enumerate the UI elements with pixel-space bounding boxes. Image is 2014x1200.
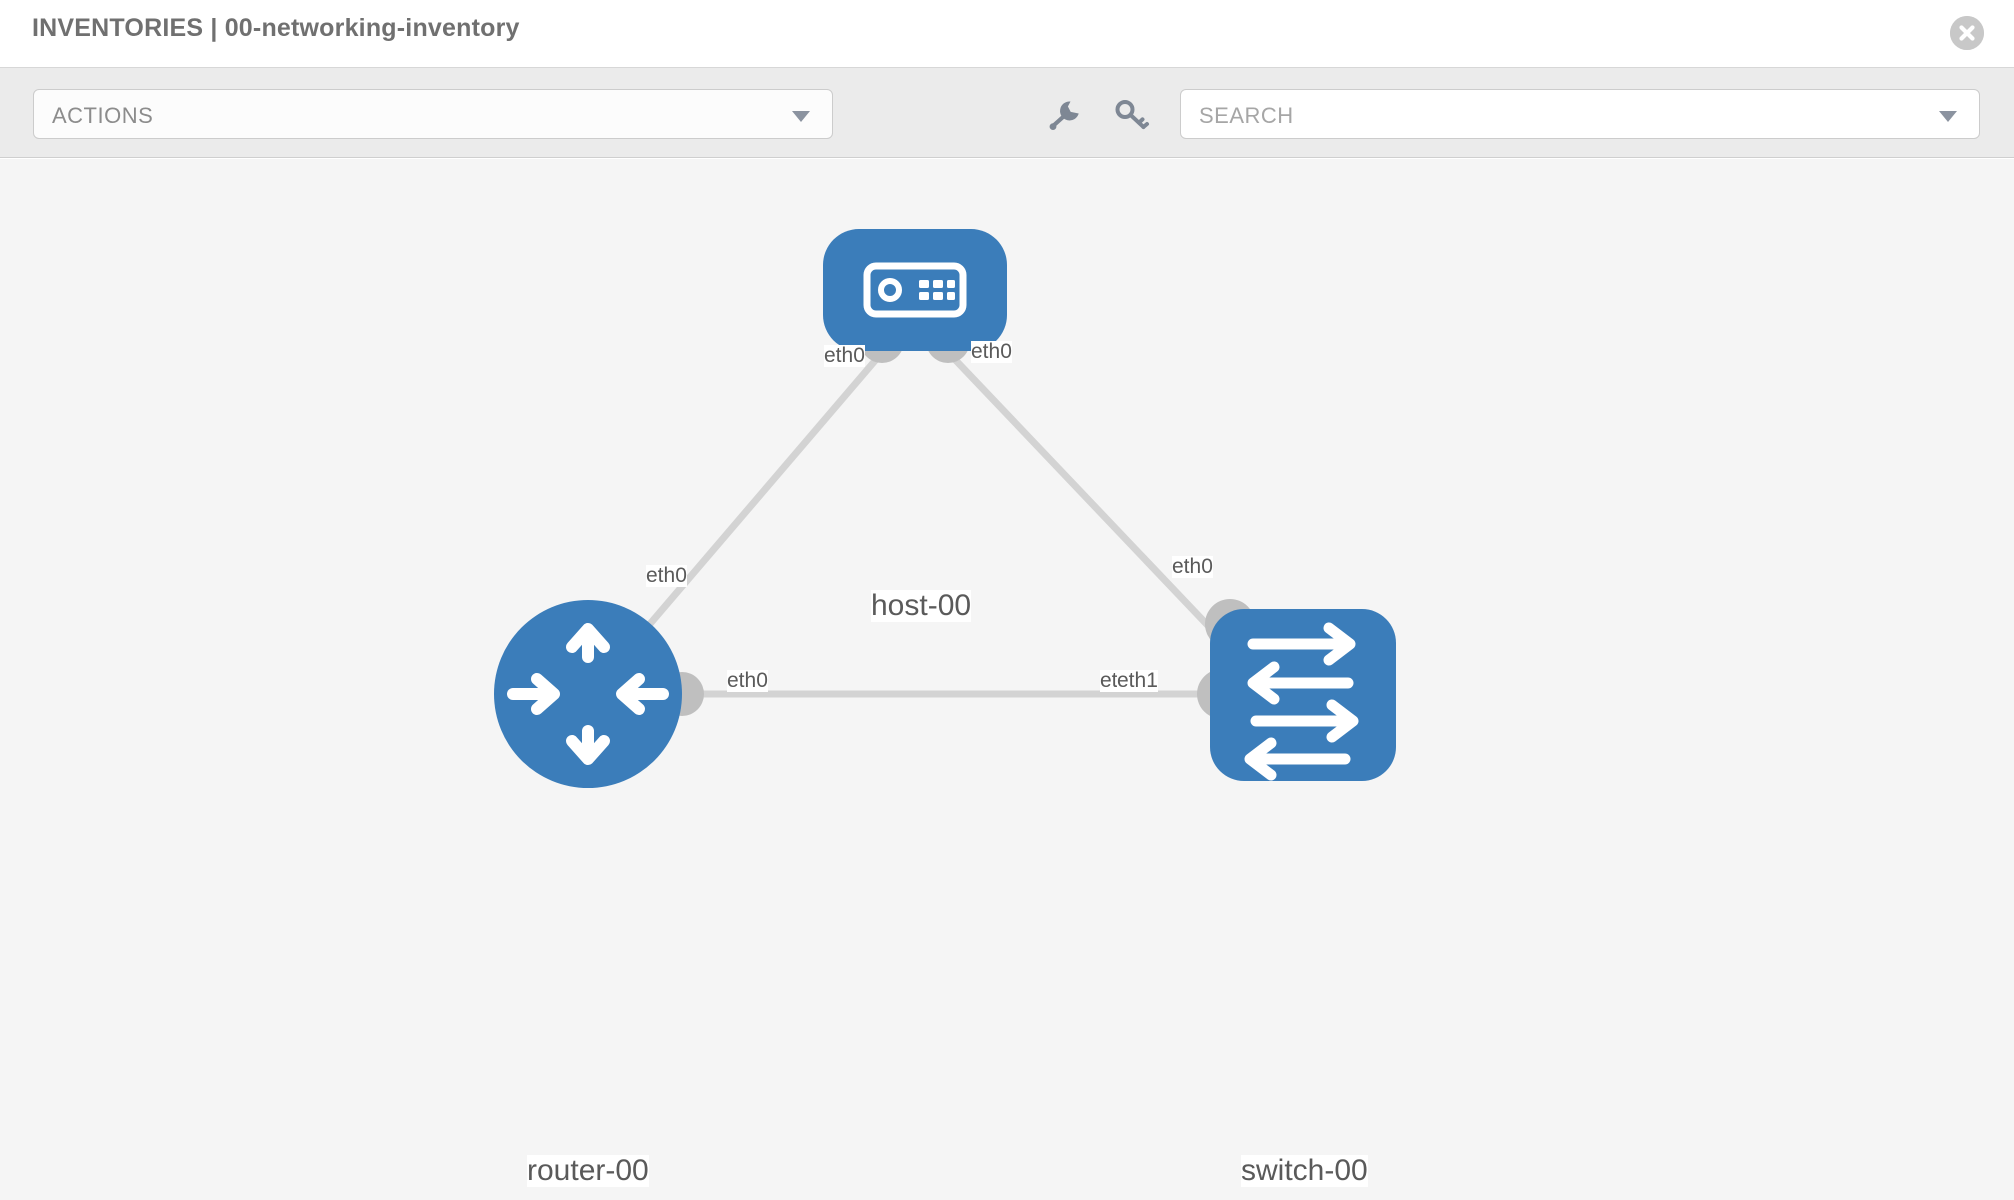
link-host00-switch00	[942, 346, 1238, 657]
page-title: INVENTORIES | 00-networking-inventory	[32, 14, 520, 42]
wrench-icon[interactable]	[1046, 96, 1084, 134]
chevron-down-icon	[792, 111, 810, 122]
search-placeholder: SEARCH	[1199, 103, 1294, 128]
iface-label: eth0	[824, 344, 865, 368]
toolbar: ACTIONS SEARCH	[0, 68, 2014, 158]
iface-label: eth0	[971, 340, 1012, 364]
switch-arrows-icon	[1244, 622, 1359, 781]
server-appliance-icon	[863, 262, 967, 318]
node-label-router-00: router-00	[527, 1154, 649, 1187]
iface-label: eth0	[646, 564, 687, 588]
link-host00-router00	[617, 346, 888, 662]
topology-canvas[interactable]: eth0 eth0 eth0 eth0 eth0 eth0 eth1 host-…	[0, 159, 2014, 1200]
page-header: INVENTORIES | 00-networking-inventory	[0, 0, 2014, 68]
key-icon[interactable]	[1112, 96, 1150, 134]
chevron-down-icon	[1939, 111, 1957, 122]
node-router-00[interactable]	[494, 600, 682, 788]
node-label-host-00: host-00	[871, 589, 972, 622]
node-host-00[interactable]	[823, 229, 1007, 351]
topology-connectors	[660, 319, 1255, 719]
iface-label: eth0	[727, 669, 768, 693]
actions-dropdown-label: ACTIONS	[52, 103, 154, 128]
iface-label: eth1	[1117, 669, 1158, 693]
node-label-switch-00: switch-00	[1241, 1154, 1368, 1187]
topology-graph	[494, 229, 1396, 788]
four-arrows-icon	[507, 623, 669, 765]
actions-dropdown[interactable]: ACTIONS	[33, 89, 833, 139]
node-switch-00[interactable]	[1210, 609, 1396, 781]
topology-links	[617, 346, 1250, 698]
search-input[interactable]: SEARCH	[1180, 89, 1980, 139]
close-icon[interactable]	[1950, 16, 1984, 50]
iface-label: eth0	[1172, 555, 1213, 579]
